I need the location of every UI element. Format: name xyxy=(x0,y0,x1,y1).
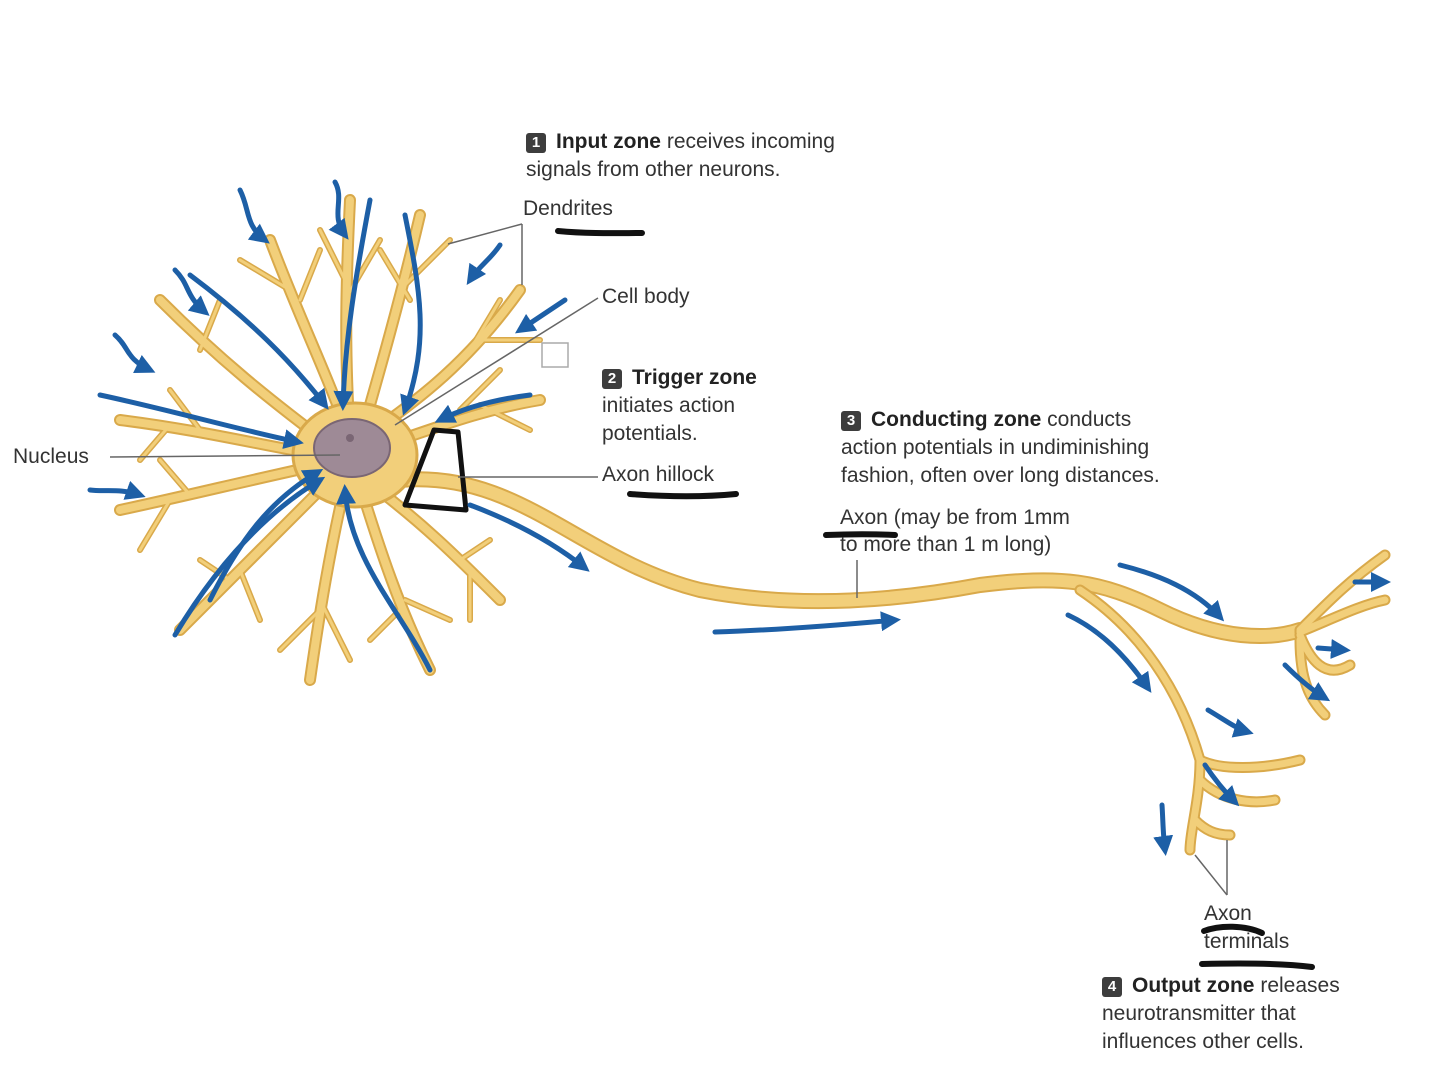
output-zone-desc-3: influences other cells. xyxy=(1102,1030,1304,1053)
cell-body-label: Cell body xyxy=(602,285,690,308)
conducting-zone-desc-1: conducts xyxy=(1047,408,1132,431)
conducting-zone-caption: 3 Conducting zone conducts action potenti… xyxy=(841,406,1160,490)
axon-terminals-label-1: Axon xyxy=(1204,902,1252,925)
output-zone-desc-2: neurotransmitter that xyxy=(1102,1002,1296,1025)
trigger-zone-number: 2 xyxy=(602,369,622,389)
axon xyxy=(392,471,1391,856)
axon-label-name: Axon xyxy=(840,506,888,529)
output-zone-caption: 4 Output zone releases neurotransmitter t… xyxy=(1102,972,1340,1056)
nucleus-label: Nucleus xyxy=(13,445,89,468)
trigger-zone-desc-2: potentials. xyxy=(602,422,698,445)
leader-lines xyxy=(109,223,1228,896)
axon-terminals-label: Axon terminals xyxy=(1204,900,1289,956)
axon-label-detail-1: (may be from 1mm xyxy=(893,506,1070,529)
nucleus xyxy=(313,418,391,478)
output-zone-title: Output zone xyxy=(1132,974,1255,997)
trigger-zone-caption: 2 Trigger zone initiates action potential… xyxy=(602,364,757,448)
nucleolus xyxy=(346,434,354,442)
output-zone-desc-1: releases xyxy=(1260,974,1340,997)
axon-label-detail-2: to more than 1 m long) xyxy=(840,533,1052,556)
output-zone-number: 4 xyxy=(1102,977,1122,997)
trigger-zone-desc-1: initiates action xyxy=(602,394,736,417)
input-zone-number: 1 xyxy=(526,133,546,153)
signal-arrows xyxy=(87,179,1391,856)
dendrites-label: Dendrites xyxy=(523,197,613,220)
conducting-zone-desc-2: action potentials in undiminishing xyxy=(841,436,1150,459)
ink-underlines xyxy=(555,228,1315,970)
conducting-zone-number: 3 xyxy=(841,411,861,431)
trigger-zone-bracket xyxy=(402,427,469,513)
conducting-zone-desc-3: fashion, often over long distances. xyxy=(841,464,1160,487)
input-zone-desc-1: receives incoming xyxy=(666,130,835,153)
input-zone-desc-2: signals from other neurons. xyxy=(526,158,781,181)
axon-terminals-label-2: terminals xyxy=(1204,930,1290,953)
axon-label: Axon (may be from 1mm xyxy=(840,504,1070,532)
input-zone-title: Input zone xyxy=(556,130,661,153)
trigger-zone-title: Trigger zone xyxy=(632,366,757,389)
input-zone-caption: 1 Input zone receives incoming signals fr… xyxy=(526,128,835,184)
axon-hillock-label: Axon hillock xyxy=(602,463,715,486)
conducting-zone-title: Conducting zone xyxy=(871,408,1042,431)
